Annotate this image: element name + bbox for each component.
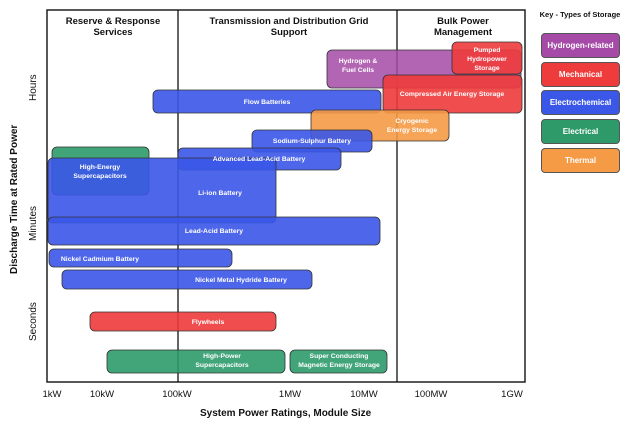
bar-super-conducting-magnetic-energy-storage [289, 349, 388, 374]
bar-nickel-metal-hydride-battery [61, 269, 313, 290]
x-tick-1kw: 1kW [42, 389, 62, 400]
bar-flywheels [89, 311, 277, 332]
x-tick-100kw: 100kW [162, 389, 192, 400]
bar-high-power-supercapacitors [106, 349, 286, 374]
x-tick-1mw: 1MW [278, 389, 302, 400]
section-title-reserve: Reserve & Response Services [65, 16, 161, 38]
legend-item-thermal: Thermal [541, 148, 620, 173]
x-axis-title: System Power Ratings, Module Size [200, 408, 372, 419]
bar-compressed-air-energy-storage [382, 74, 523, 114]
legend-item-electrical: Electrical [541, 119, 620, 144]
x-tick-100mw: 100MW [414, 389, 448, 400]
section-title-transmission: Transmission and Distribution Grid Suppo… [209, 16, 369, 38]
bar-label-nickel-metal-hydride-battery: Nickel Metal Hydride Battery [195, 277, 287, 284]
bar-nickel-cadmium-battery [48, 248, 233, 268]
bar-label-hydrogen-fuel-cells: Hydrogen &Fuel Cells [339, 58, 378, 74]
legend-item-hydrogen: Hydrogen-related [541, 33, 620, 58]
bar-label-flow-batteries: Flow Batteries [244, 99, 291, 106]
bar-pumped-hydropower-storage [451, 41, 523, 75]
bar-flow-batteries [152, 89, 382, 114]
bar-label-nickel-cadmium-battery: Nickel Cadmium Battery [61, 256, 139, 263]
bar-label-advanced-lead-acid-battery: Advanced Lead-Acid Battery [213, 156, 306, 163]
bar-label-lead-acid-battery: Lead-Acid Battery [185, 228, 243, 235]
y-axis-title: Discharge Time at Rated Power [9, 124, 20, 274]
bar-label-sodium-sulphur-battery: Sodium-Sulphur Battery [273, 138, 351, 145]
bar-lead-acid-battery [47, 216, 381, 246]
y-band-seconds: Seconds [28, 302, 39, 341]
x-tick-10mw: 10MW [350, 389, 378, 400]
x-tick-1gw: 1GW [501, 389, 523, 400]
bar-label-compressed-air-energy-storage: Compressed Air Energy Storage [400, 91, 505, 98]
plot-frame [46, 9, 526, 383]
legend-item-mechanical: Mechanical [541, 62, 620, 87]
x-tick-10kw: 10kW [89, 389, 115, 400]
section-title-bulk: Bulk Power Management [433, 16, 493, 38]
legend-title: Key - Types of Storage [539, 10, 621, 19]
y-band-hours: Hours [28, 74, 39, 101]
bar-label-li-ion-battery: Li-ion Battery [198, 190, 242, 197]
y-band-minutes: Minutes [28, 205, 39, 241]
bar-label-flywheels: Flywheels [192, 319, 225, 326]
legend-item-electrochemical: Electrochemical [541, 90, 620, 115]
